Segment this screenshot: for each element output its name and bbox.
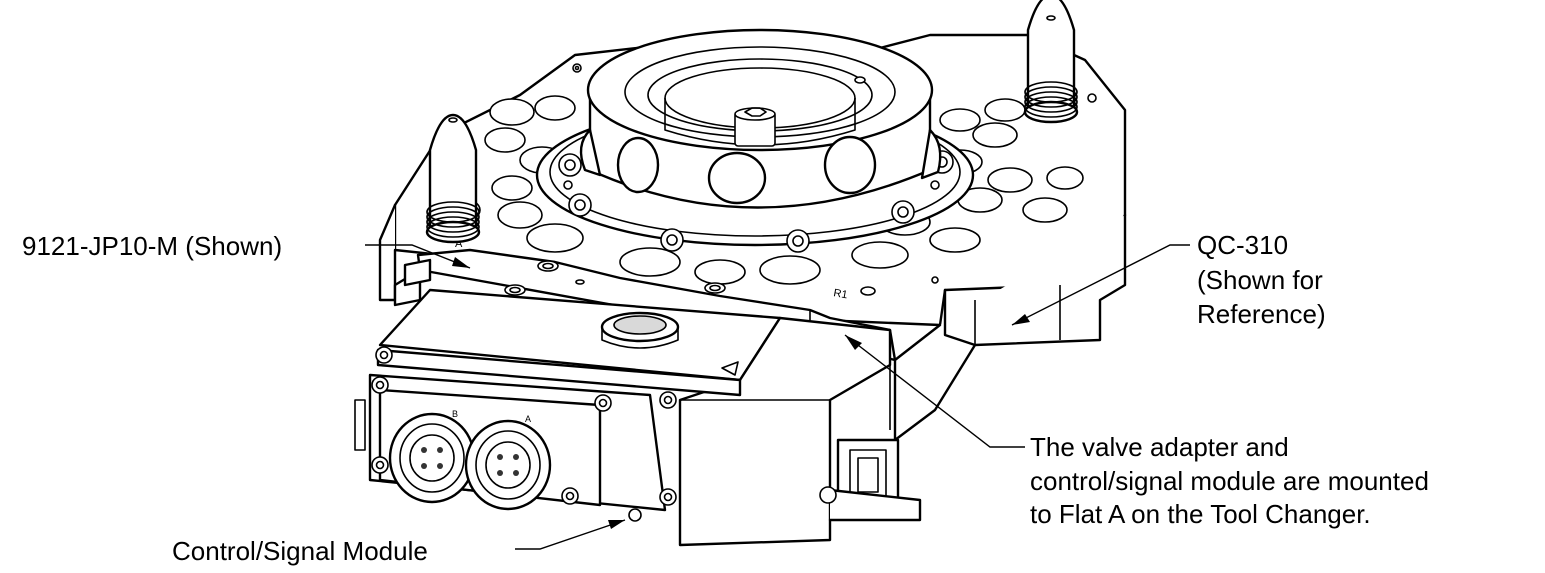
locking-ring <box>579 28 942 209</box>
m12-connector-left <box>388 412 476 504</box>
label-interface-plate: 9121-JP10-M (Shown) <box>22 231 282 261</box>
alignment-pin-left <box>425 113 481 244</box>
svg-text:R1: R1 <box>832 287 848 301</box>
label-module: Control/Signal Module <box>172 536 428 566</box>
label-tool-changer-line-3: Reference) <box>1197 299 1326 329</box>
alignment-pin-right <box>1023 0 1079 124</box>
label-tool-changer-line-2: (Shown for <box>1197 265 1323 295</box>
label-tool-changer-line-1: QC-310 <box>1197 230 1288 260</box>
svg-text:A: A <box>525 414 531 424</box>
label-mounting-note-line-1: The valve adapter and <box>1030 432 1289 462</box>
label-mounting-note-line-3: to Flat A on the Tool Changer. <box>1030 499 1371 529</box>
m12-connector-right <box>464 419 552 511</box>
leader-lines <box>365 244 1190 550</box>
label-mounting-note-line-2: control/signal module are mounted <box>1030 466 1429 496</box>
control-signal-module: B A <box>354 288 922 547</box>
svg-text:B: B <box>452 409 458 419</box>
svg-text:A: A <box>455 238 463 250</box>
